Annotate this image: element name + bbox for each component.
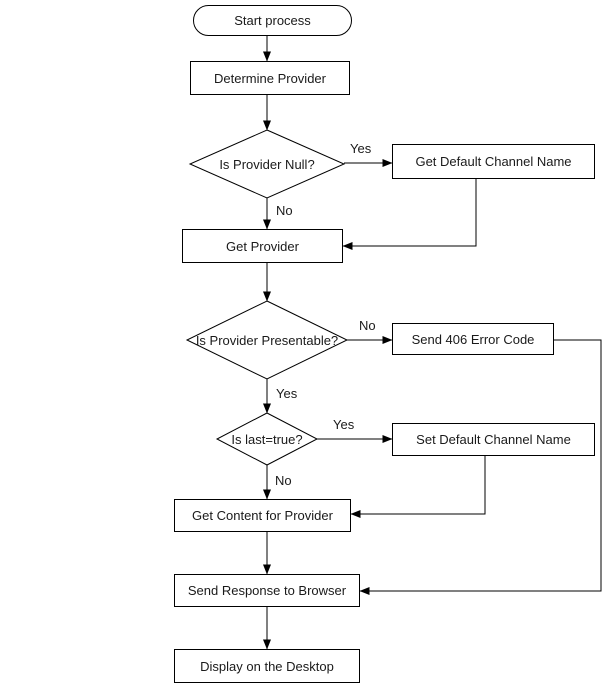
node-send-response-to-browser: Send Response to Browser xyxy=(174,574,360,607)
node-send-response-to-browser-label: Send Response to Browser xyxy=(187,583,347,598)
node-set-default-channel-name: Set Default Channel Name xyxy=(392,423,595,456)
node-start-process-label: Start process xyxy=(234,13,311,28)
edge-set-default-channel-name-to-get-content xyxy=(350,456,486,518)
node-get-content-for-provider: Get Content for Provider xyxy=(174,499,351,532)
node-set-default-channel-name-label: Set Default Channel Name xyxy=(416,432,571,447)
node-is-provider-null-label: Is Provider Null? xyxy=(219,156,315,172)
node-determine-provider: Determine Provider xyxy=(190,61,350,95)
node-display-on-the-desktop: Display on the Desktop xyxy=(174,649,360,683)
edge-label-presentable-yes: Yes xyxy=(276,386,298,401)
decision-is-provider-null-shape xyxy=(188,129,346,199)
node-get-content-for-provider-label: Get Content for Provider xyxy=(192,508,333,523)
edge-send-406-to-send-response-to-browser xyxy=(359,339,602,595)
node-get-default-channel-name-label: Get Default Channel Name xyxy=(415,154,572,169)
node-get-default-channel-name: Get Default Channel Name xyxy=(392,144,595,179)
node-is-provider-presentable: Is Provider Presentable? xyxy=(187,324,347,356)
node-determine-provider-label: Determine Provider xyxy=(214,70,326,86)
node-is-last-true-label: Is last=true? xyxy=(231,431,303,447)
node-is-provider-presentable-label: Is Provider Presentable? xyxy=(195,332,339,348)
node-get-provider: Get Provider xyxy=(182,229,343,263)
node-is-last-true: Is last=true? xyxy=(217,423,317,455)
edge-label-provider-null-yes: Yes xyxy=(350,141,372,156)
edge-label-presentable-no: No xyxy=(359,318,376,333)
edge-label-provider-null-no: No xyxy=(276,203,293,218)
node-get-provider-label: Get Provider xyxy=(226,238,299,254)
node-display-on-the-desktop-label: Display on the Desktop xyxy=(200,658,334,674)
edge-label-last-true-no: No xyxy=(275,473,292,488)
decision-is-provider-presentable-shape xyxy=(185,300,349,380)
decision-is-last-true-shape xyxy=(215,412,319,466)
edge-get-default-channel-name-to-get-provider xyxy=(342,179,477,250)
node-send-406-error-code-label: Send 406 Error Code xyxy=(411,331,535,347)
edge-label-last-true-yes: Yes xyxy=(333,417,355,432)
node-start-process: Start process xyxy=(193,5,352,36)
node-is-provider-null: Is Provider Null? xyxy=(190,148,344,180)
node-send-406-error-code: Send 406 Error Code xyxy=(392,323,554,355)
